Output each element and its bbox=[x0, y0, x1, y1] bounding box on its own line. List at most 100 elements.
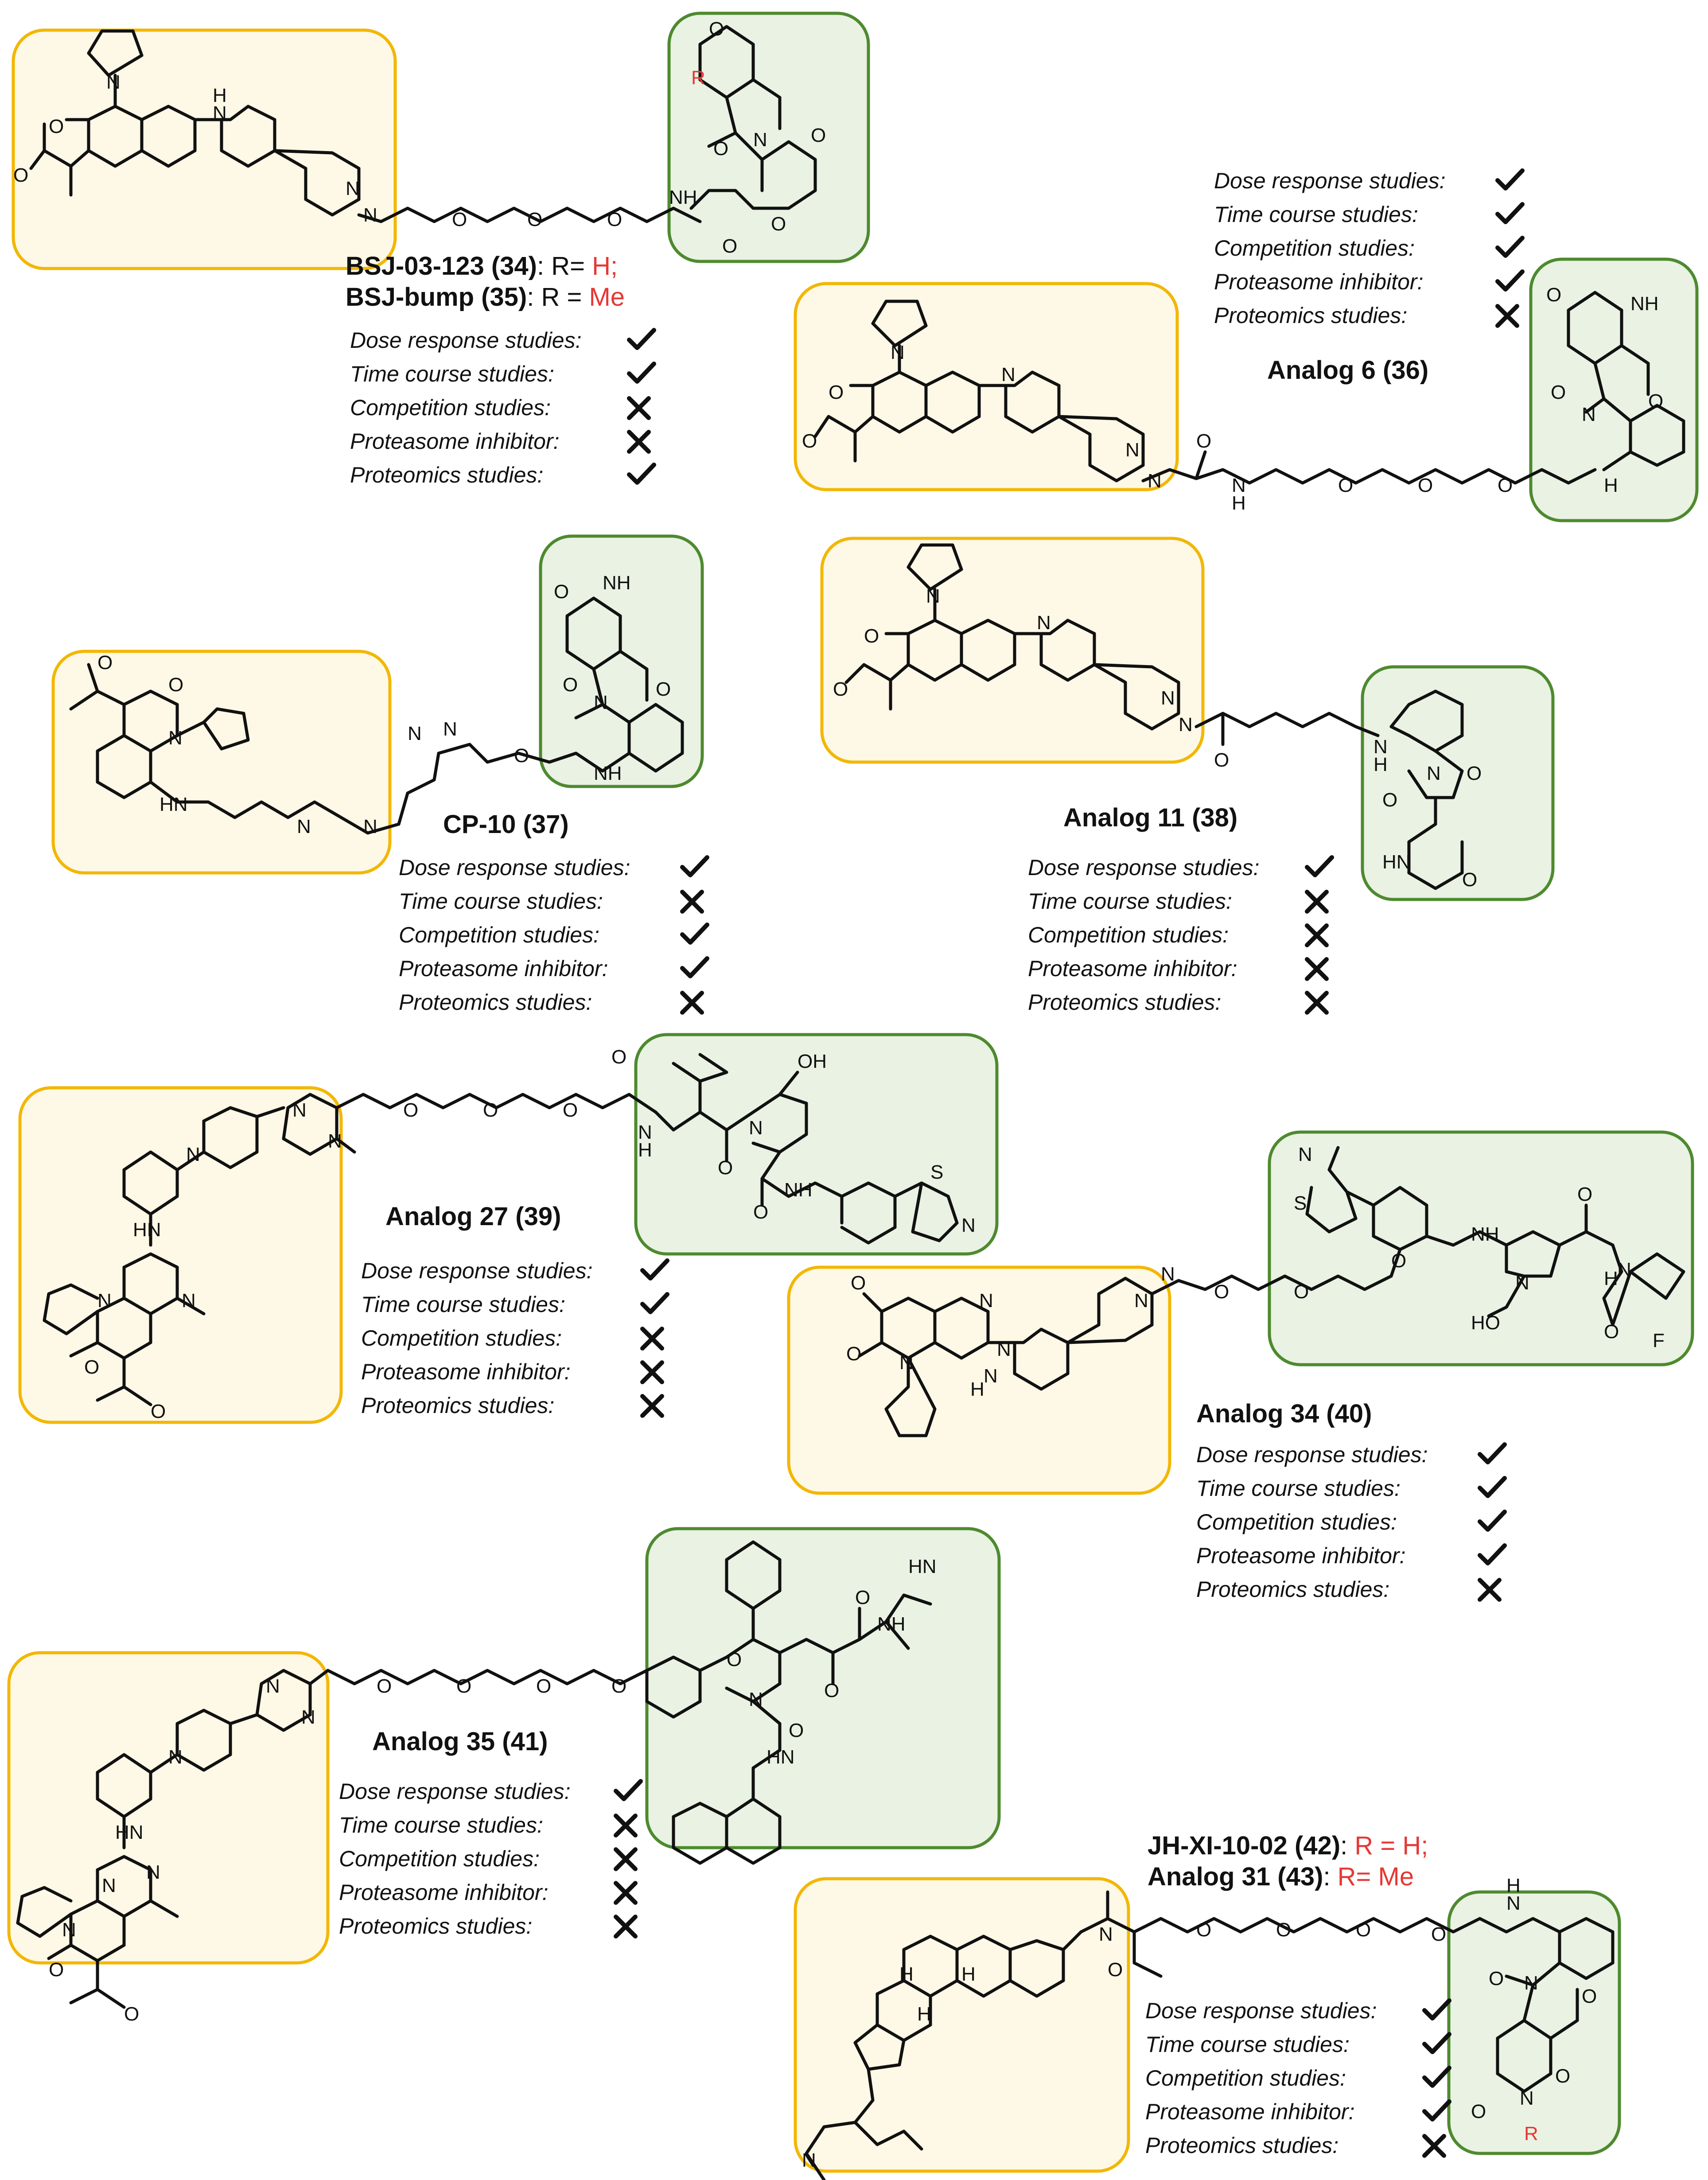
title-separator: : bbox=[1323, 1862, 1337, 1891]
structure-40: O O N N N H N N N O O O N S NH O N HO H … bbox=[846, 1144, 1685, 1437]
atom-O: O bbox=[1356, 1919, 1371, 1941]
atom-H: H bbox=[970, 1378, 984, 1400]
check-icon bbox=[627, 463, 656, 485]
atom-O: O bbox=[49, 116, 64, 137]
atom-NH: NH bbox=[594, 763, 622, 784]
check-icon bbox=[1422, 2066, 1451, 2088]
atom-O: O bbox=[1555, 2065, 1570, 2087]
check-icon bbox=[1478, 1543, 1507, 1565]
atom-O: O bbox=[1391, 1250, 1406, 1272]
atom-O: O bbox=[851, 1272, 866, 1294]
atom-S: S bbox=[1294, 1192, 1307, 1214]
atom-O: O bbox=[789, 1720, 804, 1741]
atom-HN: HN bbox=[766, 1746, 795, 1768]
atom-HN: HN bbox=[1382, 851, 1411, 873]
atom-N: N bbox=[443, 718, 457, 740]
studies-34: Dose response studies:Time course studie… bbox=[350, 328, 656, 487]
atom-O: O bbox=[483, 1099, 498, 1121]
atom-O: O bbox=[1467, 763, 1482, 784]
title-separator: : R= bbox=[537, 252, 592, 280]
atom-O: O bbox=[168, 674, 183, 696]
study-label: Dose response studies: bbox=[1196, 1442, 1428, 1467]
study-label: Competition studies: bbox=[1028, 923, 1229, 947]
study-label: Time course studies: bbox=[399, 889, 603, 914]
title-separator: : bbox=[1340, 1831, 1354, 1860]
atom-O: O bbox=[97, 652, 113, 673]
atom-N: N bbox=[594, 692, 608, 713]
atom-N: N bbox=[1582, 404, 1596, 425]
atom-N: N bbox=[62, 1919, 76, 1941]
atom-O: O bbox=[1577, 1183, 1592, 1205]
atom-N: N bbox=[1373, 736, 1388, 758]
r-group: R= Me bbox=[1338, 1862, 1414, 1891]
atom-H: H bbox=[1232, 492, 1246, 514]
atom-N: N bbox=[146, 1861, 160, 1883]
study-label: Competition studies: bbox=[361, 1326, 562, 1351]
study-label: Competition studies: bbox=[1196, 1510, 1397, 1534]
check-icon bbox=[640, 1292, 669, 1314]
check-icon bbox=[1478, 1476, 1507, 1498]
atom-N: N bbox=[1506, 1892, 1521, 1914]
e3-ligand-box-40 bbox=[1268, 1130, 1694, 1366]
atom-N: N bbox=[363, 204, 377, 226]
study-label: Dose response studies: bbox=[1145, 1998, 1377, 2023]
atom-N: N bbox=[899, 1352, 914, 1374]
study-label: Time course studies: bbox=[1196, 1476, 1401, 1501]
atom-N: N bbox=[1524, 1972, 1538, 1994]
atom-N: N bbox=[1125, 439, 1140, 461]
atom-O: O bbox=[1214, 1281, 1229, 1303]
study-label: Proteasome inhibitor: bbox=[1145, 2099, 1354, 2124]
atom-O: O bbox=[656, 678, 671, 700]
atom-O: O bbox=[855, 1587, 870, 1608]
cdk-ligand-box-34 bbox=[12, 28, 397, 270]
compound-name: JH-XI-10-02 (42) bbox=[1148, 1831, 1340, 1860]
atom-N: N bbox=[1037, 612, 1051, 634]
atom-H: H bbox=[1506, 1875, 1521, 1896]
atom-N: N bbox=[891, 342, 905, 363]
atom-O: O bbox=[554, 581, 569, 603]
atom-N: N bbox=[182, 1290, 196, 1312]
atom-O: O bbox=[403, 1099, 418, 1121]
atom-O: O bbox=[833, 678, 848, 700]
cdk-ligand-box-40 bbox=[787, 1265, 1171, 1495]
atom-O: O bbox=[802, 430, 817, 452]
atom-N: N bbox=[102, 1875, 116, 1896]
atom-O: O bbox=[514, 745, 529, 767]
atom-O: O bbox=[1338, 475, 1353, 496]
check-icon bbox=[614, 1779, 643, 1801]
r-group: Me bbox=[589, 283, 625, 311]
atom-O: O bbox=[1648, 390, 1663, 412]
atom-O: O bbox=[718, 1157, 733, 1179]
atom-N: N bbox=[97, 1290, 112, 1312]
study-label: Dose response studies: bbox=[399, 855, 630, 880]
compound-title-37: CP-10 (37) bbox=[443, 810, 569, 839]
atom-F: F bbox=[1653, 1330, 1665, 1351]
cross-icon bbox=[627, 430, 651, 454]
atom-N: N bbox=[266, 1675, 280, 1697]
atom-HO: HO bbox=[1471, 1312, 1500, 1334]
atom-O: O bbox=[846, 1343, 861, 1365]
studies-37: Dose response studies: Time course studie… bbox=[399, 855, 709, 1015]
atom-N: N bbox=[749, 1117, 763, 1139]
atom-H: H bbox=[1373, 754, 1388, 775]
e3-ligand-box-36 bbox=[1529, 257, 1699, 522]
atom-N: N bbox=[168, 1746, 183, 1768]
check-icon bbox=[1495, 202, 1525, 224]
study-label: Time course studies: bbox=[1028, 889, 1232, 914]
atom-NH: NH bbox=[1630, 293, 1659, 315]
study-label: Competition studies: bbox=[1145, 2066, 1346, 2090]
cross-icon bbox=[614, 1847, 638, 1871]
study-label: Proteomics studies: bbox=[361, 1393, 554, 1418]
structure-39: N N N HN N N O O O O O O N H O N OH O NH… bbox=[43, 1046, 976, 1422]
check-icon bbox=[680, 923, 709, 945]
atom-N: N bbox=[753, 129, 767, 151]
study-label: Proteomics studies: bbox=[339, 1914, 532, 1939]
atom-HN: HN bbox=[133, 1219, 161, 1241]
atom-O: O bbox=[84, 1356, 99, 1378]
study-label: Proteasome inhibitor: bbox=[1196, 1543, 1405, 1568]
atom-O: O bbox=[1471, 2101, 1486, 2122]
atom-O: O bbox=[611, 1675, 626, 1697]
atom-N: N bbox=[1001, 364, 1015, 385]
atom-N: N bbox=[346, 178, 360, 199]
